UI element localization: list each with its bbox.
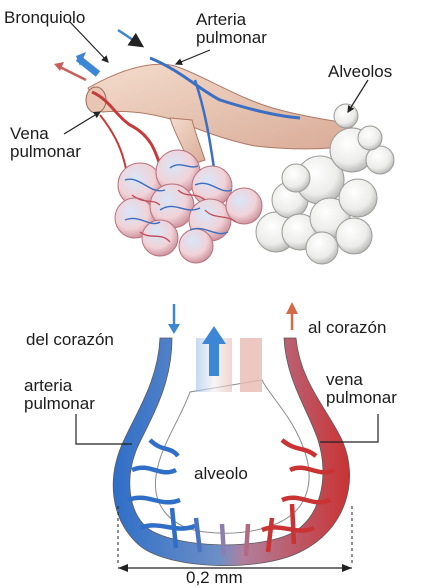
label-bronquiolo: Bronquiolo bbox=[4, 8, 85, 27]
label-alveolo: alveolo bbox=[194, 464, 248, 483]
label-arteria-pulmonar-top-line2: pulmonar bbox=[196, 28, 267, 47]
leader-line-arteria-top bbox=[176, 50, 210, 64]
label-alveolos: Alveolos bbox=[328, 62, 392, 81]
label-vena-pulmonar-bottom-line1: vena bbox=[326, 370, 363, 389]
alveolus-wall bbox=[155, 380, 309, 533]
bottom-flow-arrows bbox=[168, 302, 298, 376]
label-arteria-pulmonar-bottom-line2: pulmonar bbox=[24, 394, 95, 413]
label-arteria-pulmonar-top-line1: Arteria bbox=[196, 10, 246, 29]
label-del-corazon: del corazón bbox=[26, 330, 114, 349]
label-vena-pulmonar-top-line1: Vena bbox=[10, 124, 49, 143]
bronchiole-tube bbox=[88, 64, 352, 149]
leader-line-alveolos bbox=[348, 80, 368, 112]
label-scale: 0,2 mm bbox=[186, 568, 243, 587]
leader-line-vena-top bbox=[64, 112, 100, 134]
label-arteria-pulmonar-bottom-line1: arteria bbox=[24, 376, 72, 395]
bottom-alveolus-section bbox=[76, 302, 378, 572]
label-al-corazon: al corazón bbox=[308, 318, 386, 337]
capillary-network-alveoli bbox=[115, 150, 262, 263]
leader-line-bronquiolo bbox=[70, 22, 108, 62]
label-vena-pulmonar-bottom-line2: pulmonar bbox=[326, 388, 397, 407]
top-lung-illustration bbox=[54, 22, 394, 264]
label-vena-pulmonar-top-line2: pulmonar bbox=[10, 142, 81, 161]
bracket-arteria bbox=[76, 414, 132, 444]
